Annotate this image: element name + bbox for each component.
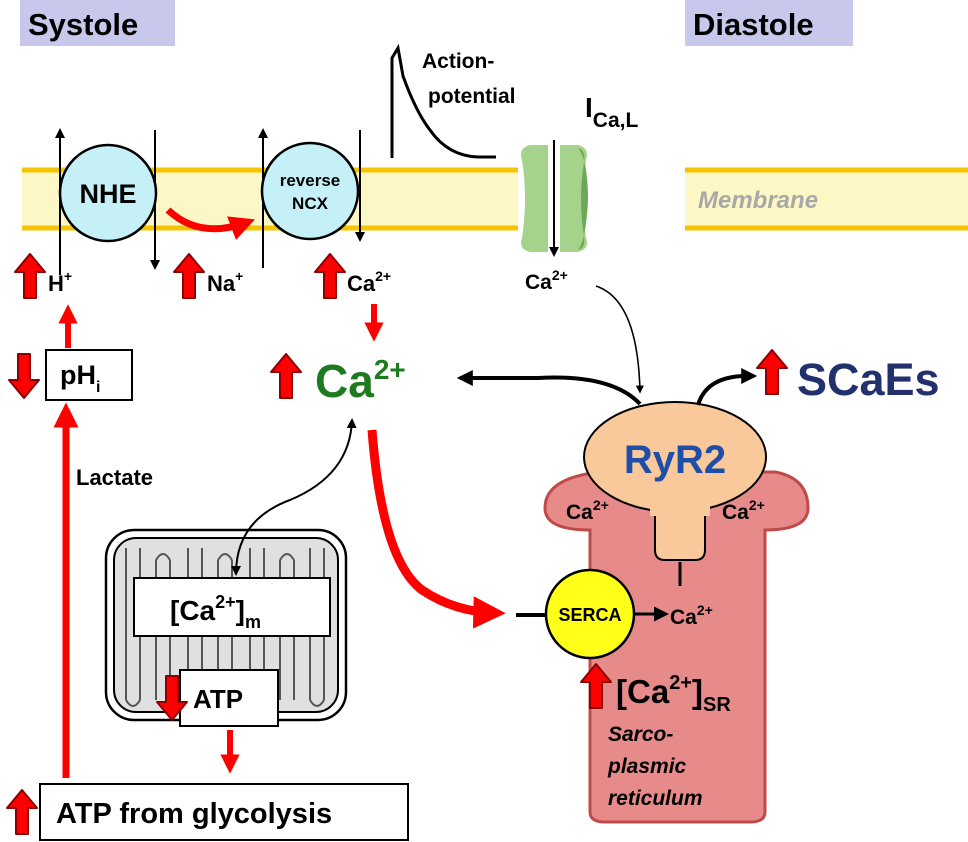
ryr2-release-arrow bbox=[456, 370, 642, 406]
systole-label: Systole bbox=[28, 7, 138, 42]
ical-label: ICa,L bbox=[585, 92, 638, 132]
mito-ca-exchange-arrow bbox=[231, 418, 357, 576]
mito-atp-label: ATP bbox=[193, 684, 243, 714]
h-ion-group: H+ bbox=[14, 253, 72, 299]
h-ion-label: H+ bbox=[48, 268, 72, 296]
h-up-arrow bbox=[14, 253, 46, 299]
ryr2-receptor: RyR2 bbox=[583, 401, 767, 586]
ryr2-label: RyR2 bbox=[624, 438, 726, 482]
na-ion-label: Na+ bbox=[207, 268, 243, 296]
na-up-arrow bbox=[173, 253, 205, 299]
cytosolic-ca-label: Ca2+ bbox=[315, 354, 406, 407]
ncx-label-2: NCX bbox=[292, 194, 329, 213]
serca-ca-label: Ca2+ bbox=[670, 602, 713, 629]
ryr2-to-scaes-arrow bbox=[696, 368, 758, 406]
l-type-calcium-channel: ICa,L Ca2+ bbox=[521, 92, 638, 294]
systole-header: Systole bbox=[20, 0, 175, 46]
glycolysis-atp: ATP from glycolysis bbox=[6, 783, 409, 841]
sr-ca-label: [Ca2+]SR bbox=[616, 672, 731, 716]
ncx-ca-label: Ca2+ bbox=[347, 268, 391, 296]
sr-name-line3: reticulum bbox=[608, 787, 703, 810]
sr-calcium-level: [Ca2+]SR bbox=[580, 663, 731, 716]
ca-to-serca-arrow bbox=[367, 429, 506, 629]
glycolysis-up-arrow bbox=[6, 789, 38, 835]
ph-label: pHi bbox=[60, 360, 100, 396]
mitochondrion: [Ca2+]m ATP bbox=[104, 528, 348, 727]
diastole-label: Diastole bbox=[693, 7, 814, 42]
sr-name-line1: Sarco- bbox=[608, 723, 673, 746]
mito-ca-label: [Ca2+]m bbox=[170, 592, 261, 632]
na-transfer-arrow bbox=[165, 207, 256, 240]
scaes-group: SCaEs bbox=[756, 349, 940, 405]
ncx-ca-ion-group: Ca2+ bbox=[314, 253, 391, 299]
ical-to-ryr2-arrow bbox=[595, 285, 644, 394]
membrane-label: Membrane bbox=[698, 187, 818, 214]
sr-name-line2: plasmic bbox=[607, 755, 687, 778]
diastole-header: Diastole bbox=[685, 0, 853, 46]
na-ion-group: Na+ bbox=[173, 253, 243, 299]
ph-down-arrow bbox=[8, 353, 40, 399]
action-potential-trace: Action- potential bbox=[390, 43, 516, 159]
action-potential-label-1: Action- bbox=[422, 50, 494, 73]
lactate-label: Lactate bbox=[76, 465, 153, 490]
nhe-label: NHE bbox=[79, 179, 136, 209]
channel-ca-label: Ca2+ bbox=[525, 267, 568, 294]
action-potential-label-2: potential bbox=[428, 85, 516, 108]
serca-label: SERCA bbox=[558, 605, 621, 625]
ncx-ca-up-arrow bbox=[314, 253, 346, 299]
membrane: Membrane bbox=[22, 167, 968, 231]
serca-pump: SERCA Ca2+ bbox=[516, 568, 713, 660]
cytosolic-calcium: Ca2+ bbox=[270, 353, 406, 407]
cytosolic-ca-up-arrow bbox=[270, 353, 302, 399]
reverse-ncx-transporter: reverse NCX bbox=[258, 128, 365, 268]
sr-ca-left: Ca2+ bbox=[566, 497, 609, 524]
glycolysis-label: ATP from glycolysis bbox=[56, 798, 332, 830]
nhe-transporter: NHE bbox=[55, 128, 160, 275]
ncx-label-1: reverse bbox=[280, 171, 341, 190]
scaes-up-arrow bbox=[756, 349, 788, 395]
sarcoplasmic-reticulum: Ca2+ Ca2+ bbox=[543, 470, 810, 824]
scaes-label: SCaEs bbox=[797, 354, 940, 405]
ph-intracellular: pHi bbox=[8, 349, 133, 401]
sr-ca-right: Ca2+ bbox=[722, 497, 765, 524]
